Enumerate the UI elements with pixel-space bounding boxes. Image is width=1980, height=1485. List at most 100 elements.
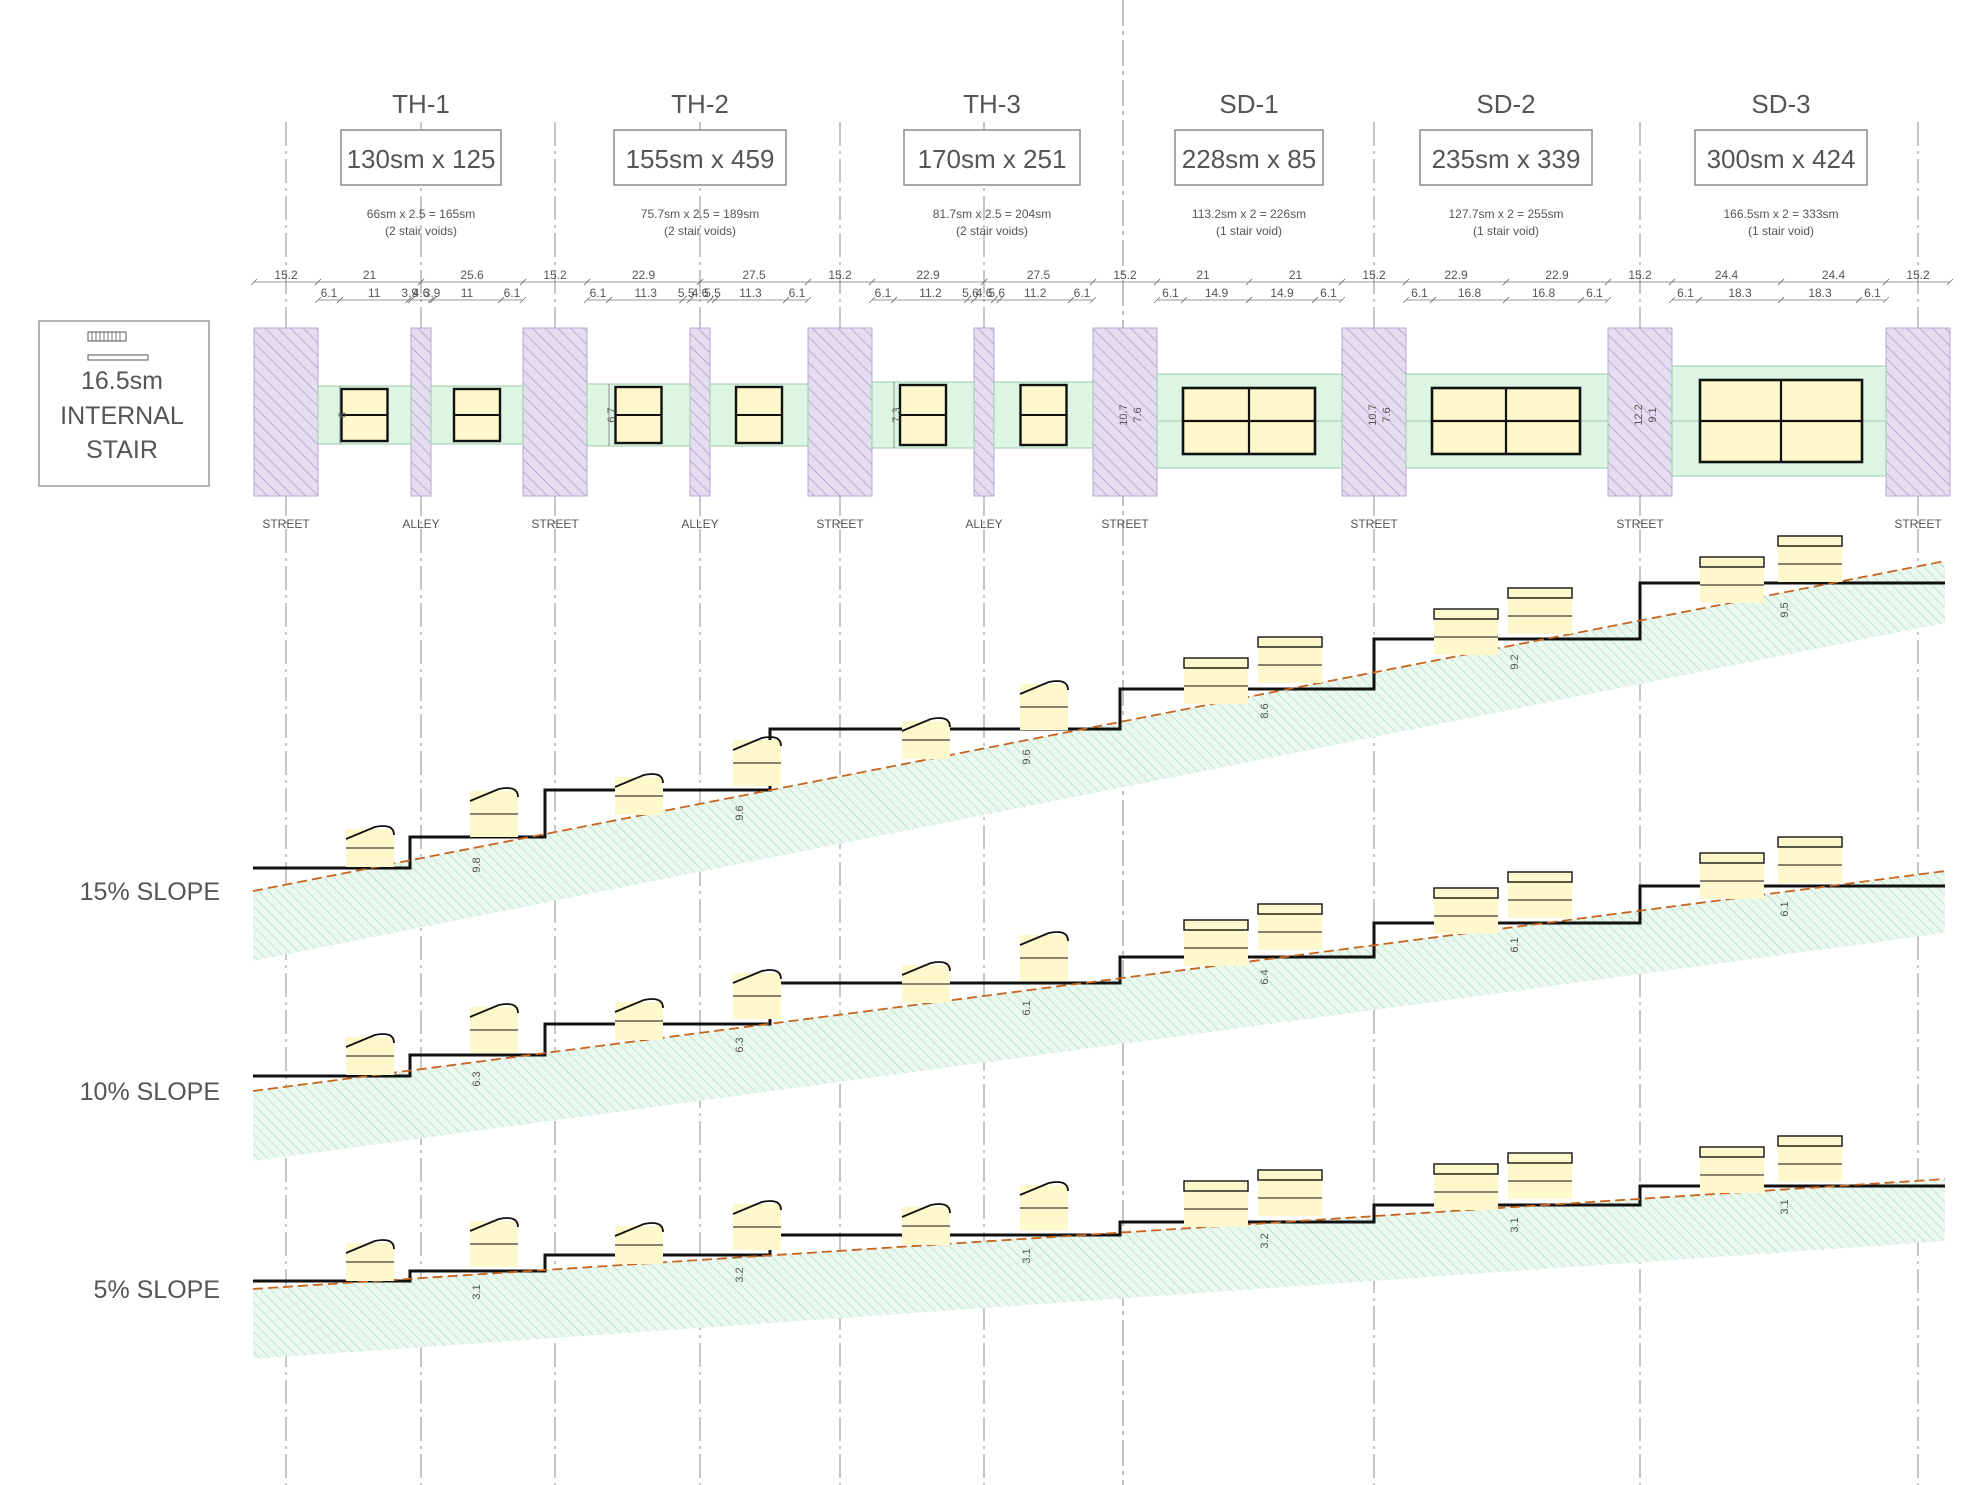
lot-depth-label: 10.7	[1367, 404, 1379, 425]
step-height-label: 3.1	[1021, 1248, 1033, 1263]
dim-tick	[1946, 278, 1954, 286]
step-height-label: 6.1	[1021, 1000, 1033, 1015]
building-3-1	[901, 1203, 951, 1245]
half-dim-left: 21	[1153, 268, 1253, 286]
dim-tick	[696, 278, 704, 286]
roof-cap	[1699, 556, 1765, 568]
roof-curve	[345, 1239, 395, 1254]
roof-curve	[901, 1203, 951, 1218]
step-height-label: 3.2	[1259, 1233, 1271, 1248]
roof-cap	[1699, 852, 1765, 864]
dim-label: 21	[1196, 268, 1210, 282]
dim-tick	[679, 296, 686, 304]
step-height-label: 9.2	[1509, 654, 1521, 669]
dim-tick	[1882, 278, 1890, 286]
street-strip-3	[1092, 327, 1158, 497]
building-1-2	[469, 1217, 519, 1267]
sub-dim-0: 6.1	[1402, 286, 1437, 304]
type-spec-box	[1419, 129, 1593, 186]
unit-depth-label: 9.1	[1647, 407, 1659, 422]
dim-tick	[868, 278, 876, 286]
road-label-2: STREET	[531, 517, 579, 531]
dim-tick	[1668, 296, 1676, 304]
sub-dim-5: 11.2	[996, 286, 1075, 304]
type-title: SD-2	[1476, 89, 1535, 119]
dim-tick	[1180, 296, 1188, 304]
step-height-label: 9.6	[1021, 749, 1033, 764]
street-strip-4	[1341, 327, 1407, 497]
dim-tick	[686, 296, 694, 304]
dim-tick	[583, 278, 591, 286]
dim-tick	[706, 296, 714, 304]
building-2-1	[614, 1222, 664, 1264]
dim-tick	[1604, 296, 1612, 304]
unit-depth-label: 7.6	[1381, 407, 1393, 422]
dim-tick	[1089, 296, 1097, 304]
lot-depth-label: 7.3	[891, 407, 903, 422]
lot-depth-label: 6.7	[606, 407, 618, 422]
dim-label: 4.6	[976, 286, 993, 300]
sub-dim-3: 6.1	[1855, 286, 1890, 304]
dim-label: 27.5	[742, 268, 766, 282]
dim-tick	[980, 278, 988, 286]
legend-frame	[38, 320, 210, 487]
step-height-label: 9.6	[734, 805, 746, 820]
type-note: (2 stair voids)	[956, 224, 1028, 238]
type-title: TH-3	[963, 89, 1021, 119]
dim-label: 16.8	[1532, 286, 1556, 300]
dim-label: 6.1	[1586, 286, 1603, 300]
sub-dim-5: 11	[429, 286, 505, 304]
dim-label: 11.2	[1024, 286, 1047, 300]
sub-dim-6: 6.1	[1067, 286, 1097, 304]
block-plan-3: 7.3	[871, 381, 1094, 449]
dim-tick	[1338, 296, 1346, 304]
dim-label: 6.1	[789, 286, 806, 300]
sub-dim-0: 6.1	[583, 286, 613, 304]
sub-dim-1: 18.3	[1695, 286, 1785, 304]
dim-tick	[583, 296, 591, 304]
road-label-3: ALLEY	[681, 517, 718, 531]
dim-tick	[804, 296, 812, 304]
dim-label: 6.1	[1320, 286, 1337, 300]
type-title: SD-1	[1219, 89, 1278, 119]
step-height-label: 3.1	[1509, 1217, 1521, 1232]
dim-label: 22.9	[916, 268, 940, 282]
dim-tick	[1668, 278, 1676, 286]
roof-cap	[1777, 1135, 1843, 1147]
alley-strip-1	[689, 327, 711, 497]
ground-mass	[253, 871, 1945, 1161]
type-title: TH-1	[392, 89, 450, 119]
building-1-1	[345, 825, 395, 867]
roof-cap	[1183, 1180, 1249, 1192]
type-spec: 228sm x 85	[1182, 144, 1316, 174]
lot-depth-label: 12.2	[1633, 404, 1645, 425]
dim-label: 24.4	[1715, 268, 1739, 282]
building-2-1	[614, 998, 664, 1040]
building-3-2	[1019, 1181, 1069, 1231]
step-height-label: 6.3	[734, 1037, 746, 1052]
dim-tick	[336, 296, 344, 304]
roof-cap	[1777, 535, 1843, 547]
building-1-1	[345, 1033, 395, 1075]
road-label-8: STREET	[1616, 517, 1664, 531]
dim-tick	[996, 296, 1003, 304]
dim-label: 6.1	[1411, 286, 1428, 300]
building-2-1	[614, 773, 664, 815]
dim-label: 4.6	[413, 286, 430, 300]
sub-dim-0: 6.1	[868, 286, 898, 304]
dim-tick	[429, 296, 437, 304]
roof-curve	[1019, 1181, 1069, 1196]
building-2-2	[732, 736, 782, 786]
step-height-label: 6.1	[1779, 901, 1791, 916]
roof-curve	[614, 773, 664, 788]
dim-tick	[519, 296, 527, 304]
building-4-1	[1183, 1180, 1249, 1227]
sub-dim-0: 6.1	[1153, 286, 1188, 304]
dim-tick	[1067, 296, 1075, 304]
dim-tick	[1855, 296, 1863, 304]
dim-label: 22.9	[1444, 268, 1468, 282]
